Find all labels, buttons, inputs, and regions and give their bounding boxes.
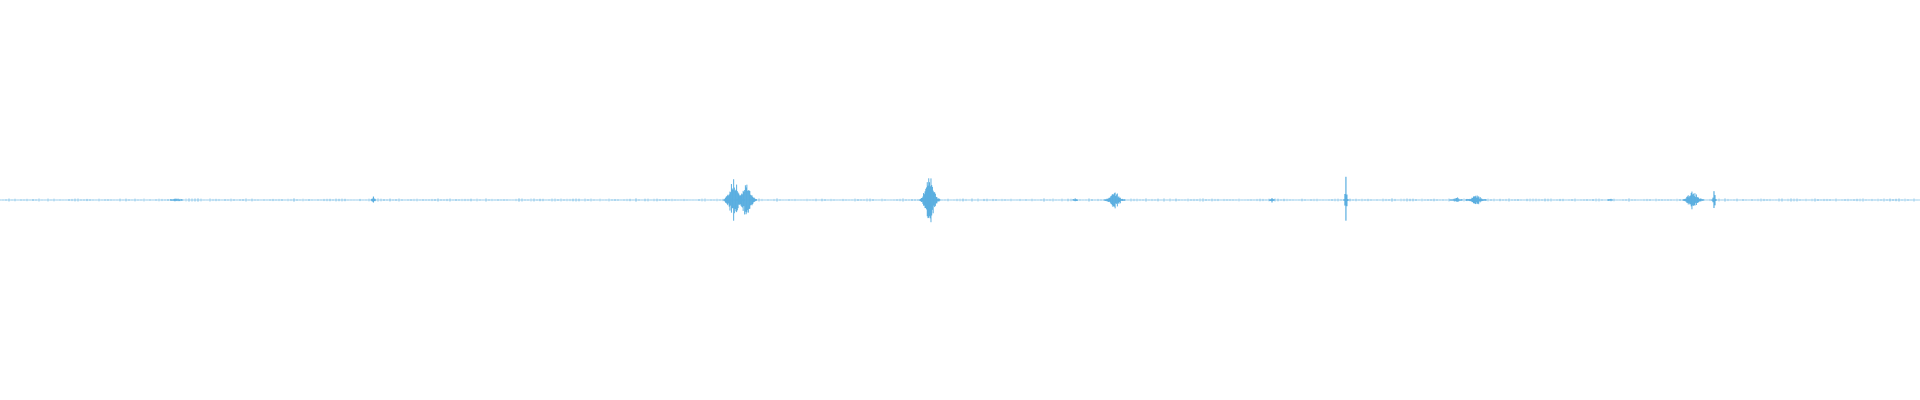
waveform-event-blip xyxy=(1449,197,1463,202)
waveform-event-click xyxy=(1343,176,1349,221)
waveform-event-click xyxy=(370,196,377,203)
waveform-event-click xyxy=(1607,199,1613,201)
waveform-event-burst xyxy=(1104,192,1126,209)
waveform-events xyxy=(170,176,1717,223)
waveform-noise xyxy=(0,198,1918,202)
waveform-event-burst xyxy=(919,178,941,223)
waveform-event-burst xyxy=(736,184,757,215)
